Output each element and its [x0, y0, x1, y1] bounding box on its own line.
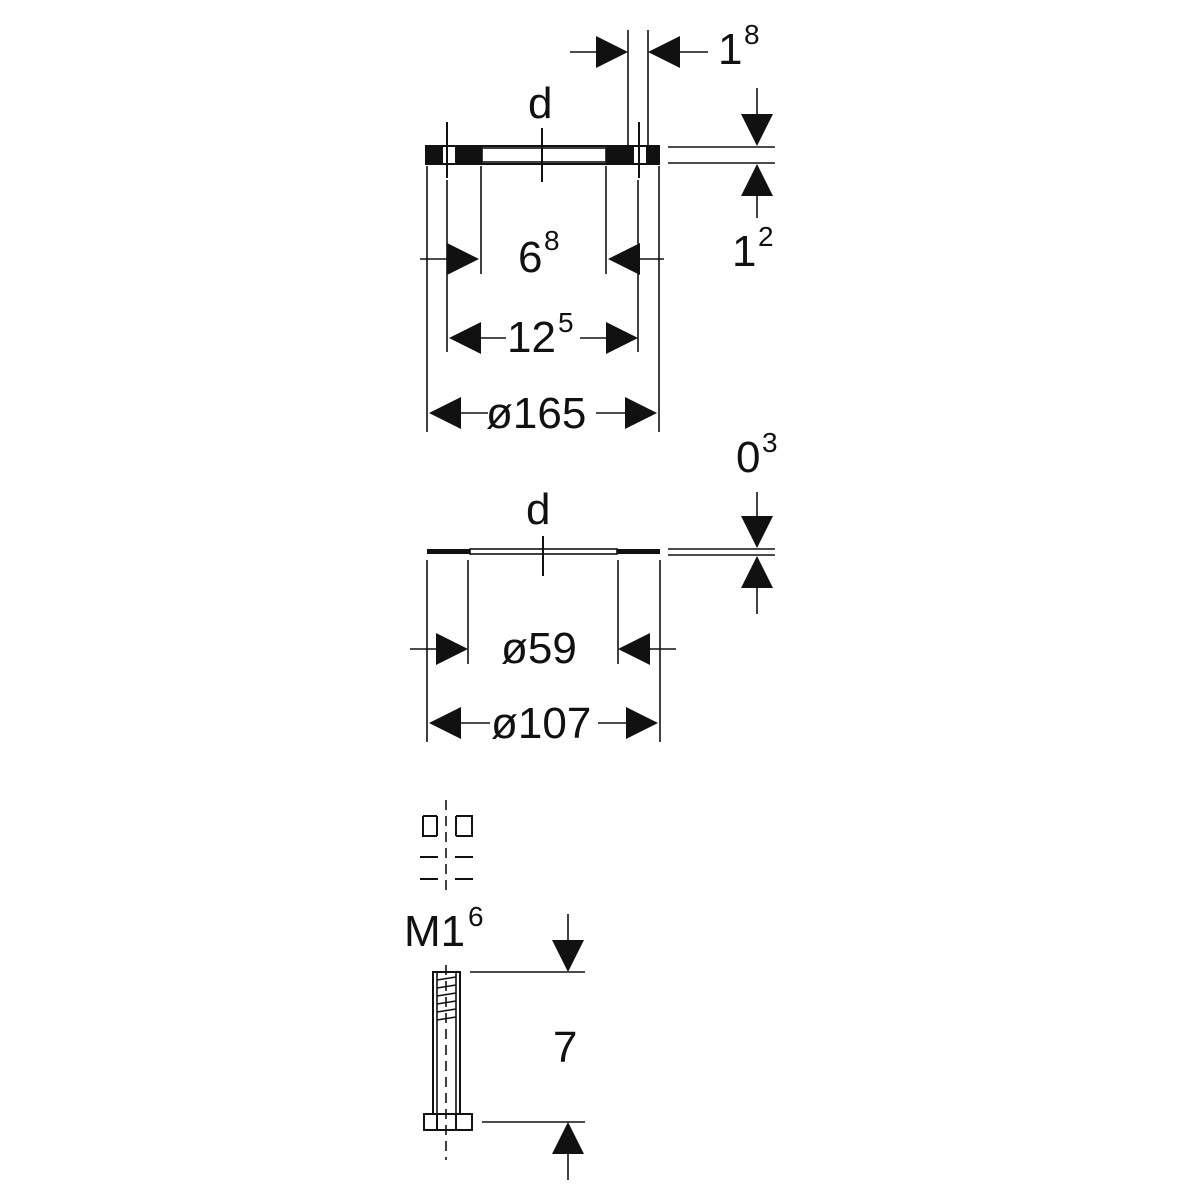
gasket-section [425, 122, 660, 182]
gasket-inner-width-dimension: 6 8 [420, 225, 664, 282]
gasket-mid-width-sup: 5 [558, 307, 574, 338]
screw-length-label: 7 [553, 1023, 577, 1072]
gasket-inner-width-label: 6 [518, 233, 542, 282]
gasket-thickness-dimension: 1 8 [570, 19, 760, 146]
gasket-thickness-label: 1 [718, 25, 742, 74]
gasket-height-label: 1 [732, 227, 756, 276]
gasket-height-dimension: 1 2 [668, 88, 775, 276]
screw-side-view [423, 965, 473, 1160]
washer-inner-diameter-dimension: ø59 [410, 624, 676, 673]
gasket-thickness-sup: 8 [744, 19, 760, 50]
washer-outer-diameter-dimension: ø107 [429, 699, 658, 748]
washer-thickness-sup: 3 [762, 427, 778, 458]
gasket-mid-width-dimension: 12 5 [449, 307, 638, 362]
gasket-d-label: d [528, 79, 552, 128]
screw-drawing: M1 6 7 [404, 800, 585, 1180]
screw-thread-label: M1 [404, 907, 465, 956]
screw-length-dimension: 7 [470, 914, 585, 1180]
screw-thread-sup: 6 [468, 901, 484, 932]
washer-thickness-dimension [668, 492, 775, 614]
washer-section [427, 536, 660, 576]
washer-drawing: 0 3 d ø59 [410, 427, 778, 748]
washer-outer-diameter-label: ø107 [491, 699, 591, 748]
gasket-outer-diameter-dimension: ø165 [429, 389, 657, 438]
washer-inner-diameter-label: ø59 [501, 624, 577, 673]
gasket-outer-diameter-label: ø165 [486, 389, 586, 438]
gasket-drawing: d 1 8 1 2 [420, 19, 775, 438]
screw-head-top-view [420, 800, 473, 892]
gasket-mid-width-label: 12 [507, 313, 556, 362]
gasket-inner-width-sup: 8 [544, 225, 560, 256]
washer-d-label: d [526, 485, 550, 534]
gasket-height-sup: 2 [758, 221, 774, 252]
washer-thickness-label: 0 [736, 433, 760, 482]
